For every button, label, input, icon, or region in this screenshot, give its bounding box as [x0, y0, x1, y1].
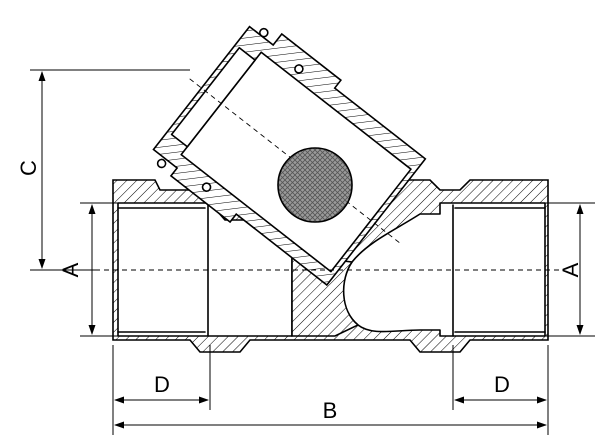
dimension-b: B	[112, 398, 549, 435]
mesh-screen	[277, 147, 353, 223]
gasket-mid-bottom	[201, 182, 212, 192]
dimension-c: C	[16, 69, 190, 271]
dimension-d-right-label: D	[494, 372, 510, 397]
dimension-d-right: D	[452, 345, 549, 410]
dimension-b-label: B	[323, 398, 338, 423]
dimension-a-right: A	[545, 202, 595, 337]
gasket-mid-top	[294, 64, 304, 74]
gasket-bottom	[156, 158, 167, 169]
gasket-top	[259, 27, 269, 38]
left-thread	[117, 204, 209, 337]
right-thread	[452, 204, 546, 337]
dimension-c-label: C	[16, 160, 41, 176]
dimension-d-left-label: D	[154, 372, 170, 397]
dimension-d-left: D	[112, 345, 211, 410]
body-partition	[291, 254, 360, 337]
dimension-a-right-label: A	[558, 262, 583, 277]
